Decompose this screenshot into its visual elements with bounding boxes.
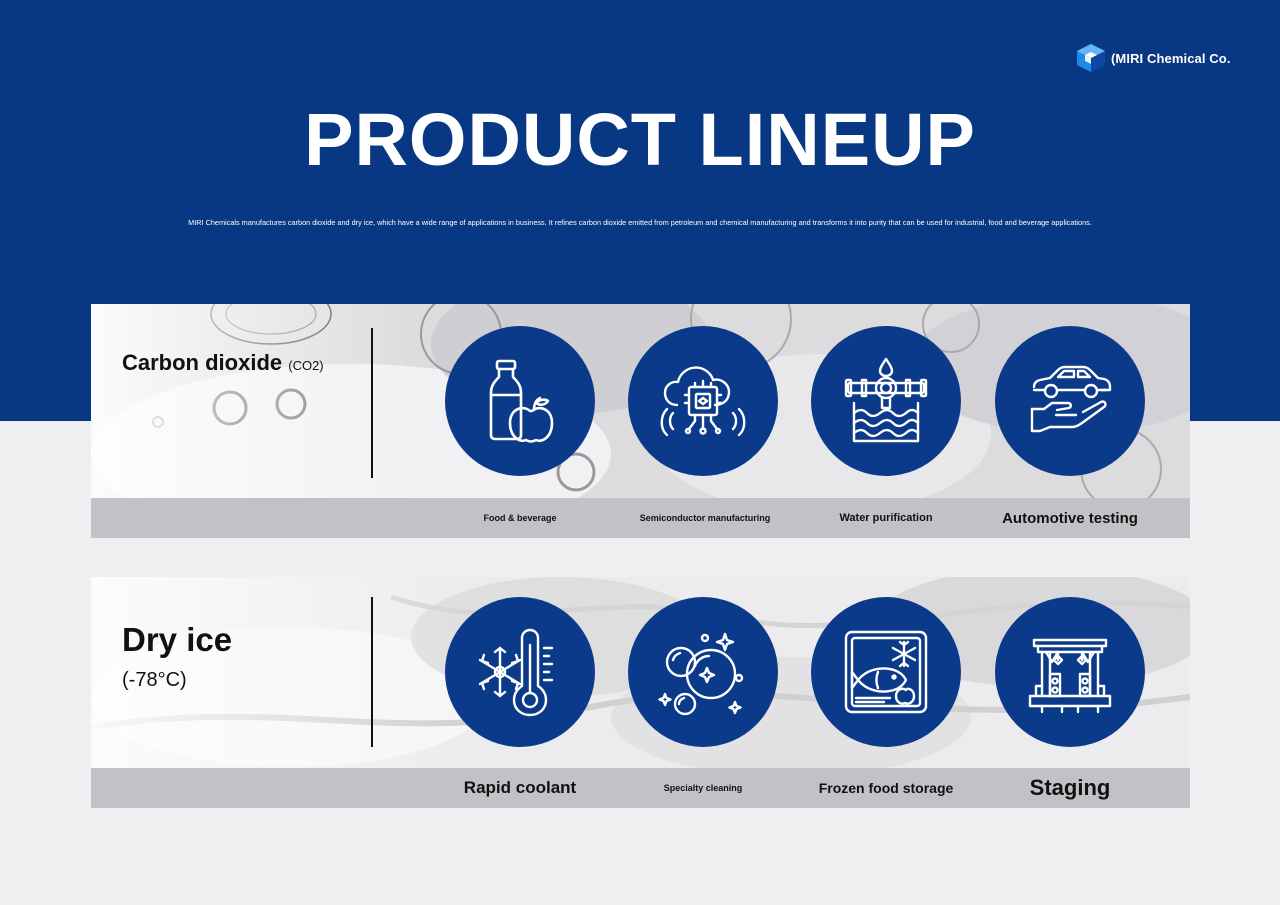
water-purification-tile[interactable] xyxy=(811,326,961,476)
frozen-fish-icon xyxy=(844,630,928,714)
label-staging: Staging xyxy=(1029,775,1111,800)
co2-title: Carbon dioxide (CO2) xyxy=(122,350,324,376)
dry-ice-temperature: (-78°C) xyxy=(122,669,187,691)
brand-name: (MIRI Chemical Co. xyxy=(1111,50,1231,66)
semiconductor-tile[interactable] xyxy=(628,326,778,476)
bottle-apple-icon xyxy=(489,359,554,443)
brand-logo[interactable]: (MIRI Chemical Co. xyxy=(1075,42,1231,74)
label-food-beverage: Food & beverage xyxy=(483,513,557,523)
staging-tile[interactable] xyxy=(995,597,1145,747)
automotive-testing-tile[interactable] xyxy=(995,326,1145,476)
co2-label-strip: Food & beverage Semiconductor manufactur… xyxy=(91,498,1190,538)
dry-ice-title: Dry ice xyxy=(122,621,233,658)
rapid-coolant-tile[interactable] xyxy=(445,597,595,747)
label-semiconductor: Semiconductor manufacturing xyxy=(639,513,771,523)
label-water-purification: Water purification xyxy=(839,512,933,524)
page-title: PRODUCT LINEUP xyxy=(304,98,976,181)
dry-ice-label-strip: Rapid coolant Specialty cleaning Frozen … xyxy=(91,768,1190,808)
dry-ice-divider xyxy=(371,597,373,747)
specialty-cleaning-tile[interactable] xyxy=(628,597,778,747)
snowflake-thermometer-icon xyxy=(478,628,554,717)
cube-logo-icon xyxy=(1077,44,1105,72)
co2-formula: (CO2) xyxy=(288,358,324,373)
stage-icon xyxy=(1028,638,1112,714)
chip-cloud-icon xyxy=(660,366,746,437)
food-beverage-tile[interactable] xyxy=(445,326,595,476)
co2-name: Carbon dioxide xyxy=(122,350,283,375)
car-hand-icon xyxy=(1030,365,1112,433)
label-automotive-testing: Automotive testing xyxy=(1002,509,1138,527)
bubbles-sparkle-icon xyxy=(658,632,744,716)
dry-ice-panel: Dry ice (-78°C) xyxy=(91,577,1190,768)
label-specialty-cleaning: Specialty cleaning xyxy=(663,783,743,793)
page-description: MIRI Chemicals manufactures carbon dioxi… xyxy=(188,218,1092,227)
water-pipe-icon xyxy=(844,357,928,443)
co2-panel: Carbon dioxide (CO2) xyxy=(91,304,1190,498)
co2-divider xyxy=(371,328,373,478)
label-rapid-coolant: Rapid coolant xyxy=(463,778,577,797)
label-frozen-food-storage: Frozen food storage xyxy=(818,780,954,796)
frozen-food-tile[interactable] xyxy=(811,597,961,747)
